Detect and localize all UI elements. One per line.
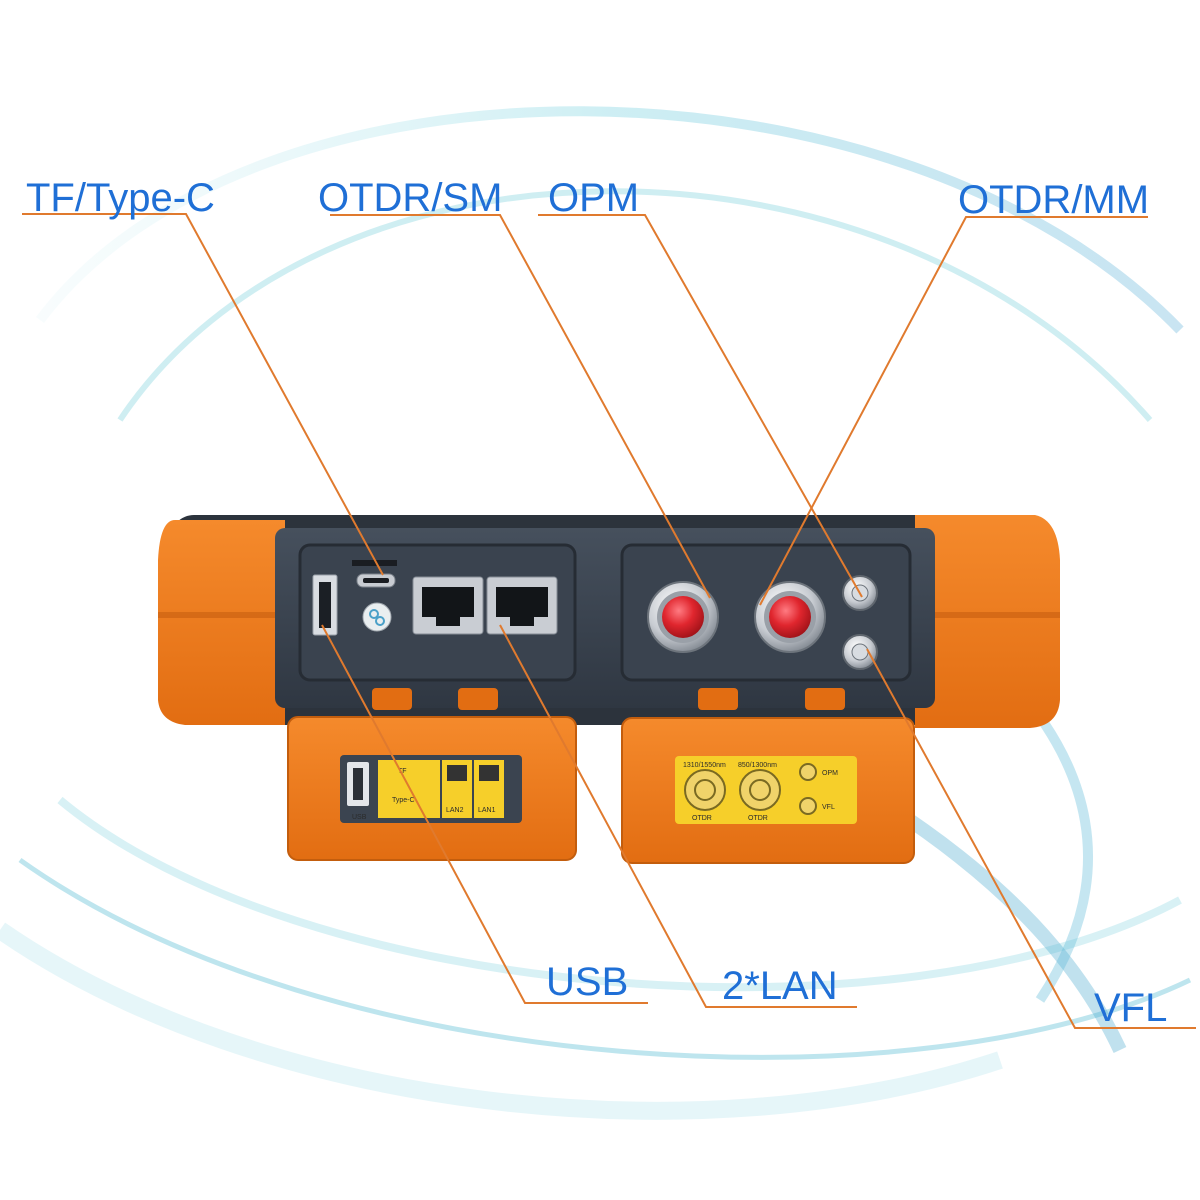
callout-opm: OPM: [548, 176, 640, 220]
sticker-otdr2-label: OTDR: [748, 815, 768, 822]
right-dust-cover[interactable]: 1310/1550nm 850/1300nm OTDR OTDR OPM VFL: [621, 688, 915, 864]
left-dust-cover[interactable]: USB TF Type-C LAN2 LAN1: [287, 688, 577, 861]
sticker-lan1-label: LAN1: [478, 807, 496, 814]
type-c-port[interactable]: [356, 573, 396, 588]
device-body: [158, 515, 1060, 728]
sticker-wl1-label: 1310/1550nm: [683, 762, 726, 769]
leader-opm: [538, 214, 863, 598]
callout-otdr-mm: OTDR/MM: [958, 178, 1150, 222]
leader-otdr-mm: [759, 216, 1148, 606]
otdr-mm-connector[interactable]: [754, 581, 826, 653]
left-bumper: [158, 520, 285, 725]
leader-otdr-sm: [330, 214, 711, 599]
sticker-wl2-label: 850/1300nm: [738, 762, 777, 769]
sticker-vfl-label: VFL: [822, 804, 835, 811]
sticker-usb-label: USB: [352, 814, 367, 821]
reset-button[interactable]: [362, 602, 392, 632]
callout-vfl: VFL: [1094, 986, 1168, 1030]
vfl-connector[interactable]: [842, 634, 878, 670]
usb-port[interactable]: [312, 574, 338, 636]
callout-otdr-sm: OTDR/SM: [318, 176, 503, 220]
leader-vfl: [866, 648, 1196, 1029]
sticker-tf-label: TF: [398, 768, 407, 775]
sticker-lan2-label: LAN2: [446, 807, 464, 814]
leader-lan: [499, 624, 857, 1008]
callout-lan: 2*LAN: [722, 964, 838, 1008]
leader-tf-typec: [22, 213, 384, 576]
lan-port-2[interactable]: [412, 576, 484, 635]
leader-usb: [321, 624, 648, 1004]
tf-slot[interactable]: [352, 560, 397, 566]
otdr-sm-connector[interactable]: [647, 581, 719, 653]
leader-lines: [22, 213, 1196, 1029]
lan-port-1[interactable]: [486, 576, 558, 635]
sticker-typec-label: Type-C: [392, 797, 415, 804]
callout-usb: USB: [546, 960, 629, 1004]
callout-tf-typec: TF/Type-C: [26, 176, 215, 220]
right-bumper: [915, 515, 1060, 728]
sticker-opm-label: OPM: [822, 770, 838, 777]
sticker-otdr1-label: OTDR: [692, 815, 712, 822]
